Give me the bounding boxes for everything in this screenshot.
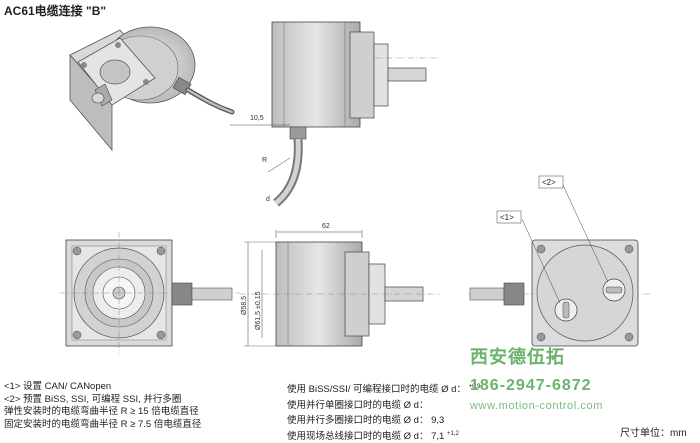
dim-d: d — [266, 196, 270, 203]
side-view-top: 10,5 R d — [230, 22, 440, 203]
cable-label: 使用现场总线接口时的电缆 Ø d： — [287, 431, 428, 442]
cable-item: 使用 BiSS/SSI/ 可编程接口时的电缆 Ø d： +0,9 — [287, 381, 480, 397]
cable-item: 使用并行单圈接口时的电缆 Ø d： — [287, 397, 480, 413]
side-view-bottom: 62 Ø58,5 Ø61,5 ±0,15 — [240, 223, 440, 346]
dim-dia58: Ø58,5 — [241, 296, 248, 315]
cable-item: 使用并行多圈接口时的电缆 Ø d： 9,3 — [287, 412, 480, 428]
dim-dia61: Ø61,5 ±0,15 — [255, 291, 262, 330]
dim-62: 62 — [322, 223, 330, 230]
rear-view: <1> <2> — [468, 176, 650, 346]
watermark-url: www.motion-control.com — [470, 400, 603, 412]
cable-label: 使用并行多圈接口时的电缆 Ø d： — [287, 415, 428, 426]
dim-10-5: 10,5 — [250, 115, 264, 122]
cable-value: 7,1 — [431, 431, 444, 442]
note-item: 固定安装时的电缆弯曲半径 R ≥ 7.5 倍电缆直径 — [4, 419, 201, 432]
note-item: <1> 设置 CAN/ CANopen — [4, 381, 201, 394]
notes-list: <1> 设置 CAN/ CANopen <2> 预置 BiSS, SSI, 可编… — [4, 381, 201, 431]
isometric-view — [70, 27, 232, 150]
cable-value: 9,3 — [431, 415, 444, 426]
cable-label: 使用并行单圈接口时的电缆 Ø d： — [287, 400, 428, 411]
watermark-phone: 186-2947-6872 — [470, 377, 592, 395]
cable-label: 使用 BiSS/SSI/ 可编程接口时的电缆 Ø d： — [287, 384, 466, 395]
cable-diameter-list: 使用 BiSS/SSI/ 可编程接口时的电缆 Ø d： +0,9 使用并行单圈接… — [287, 381, 480, 443]
cable-tolerance: +1,2 — [447, 431, 459, 437]
dim-radius: R — [262, 157, 267, 164]
cable-item: 使用现场总线接口时的电缆 Ø d： 7,1 +1,2 — [287, 428, 480, 443]
front-view — [60, 232, 240, 354]
callout-2: <2> — [542, 178, 556, 187]
watermark-brand: 西安德伍拓 — [470, 343, 565, 369]
note-item: 弹性安装时的电缆弯曲半径 R ≥ 15 倍电缆直径 — [4, 406, 201, 419]
note-item: <2> 预置 BiSS, SSI, 可编程 SSI, 并行多圈 — [4, 394, 201, 407]
callout-1: <1> — [500, 213, 514, 222]
